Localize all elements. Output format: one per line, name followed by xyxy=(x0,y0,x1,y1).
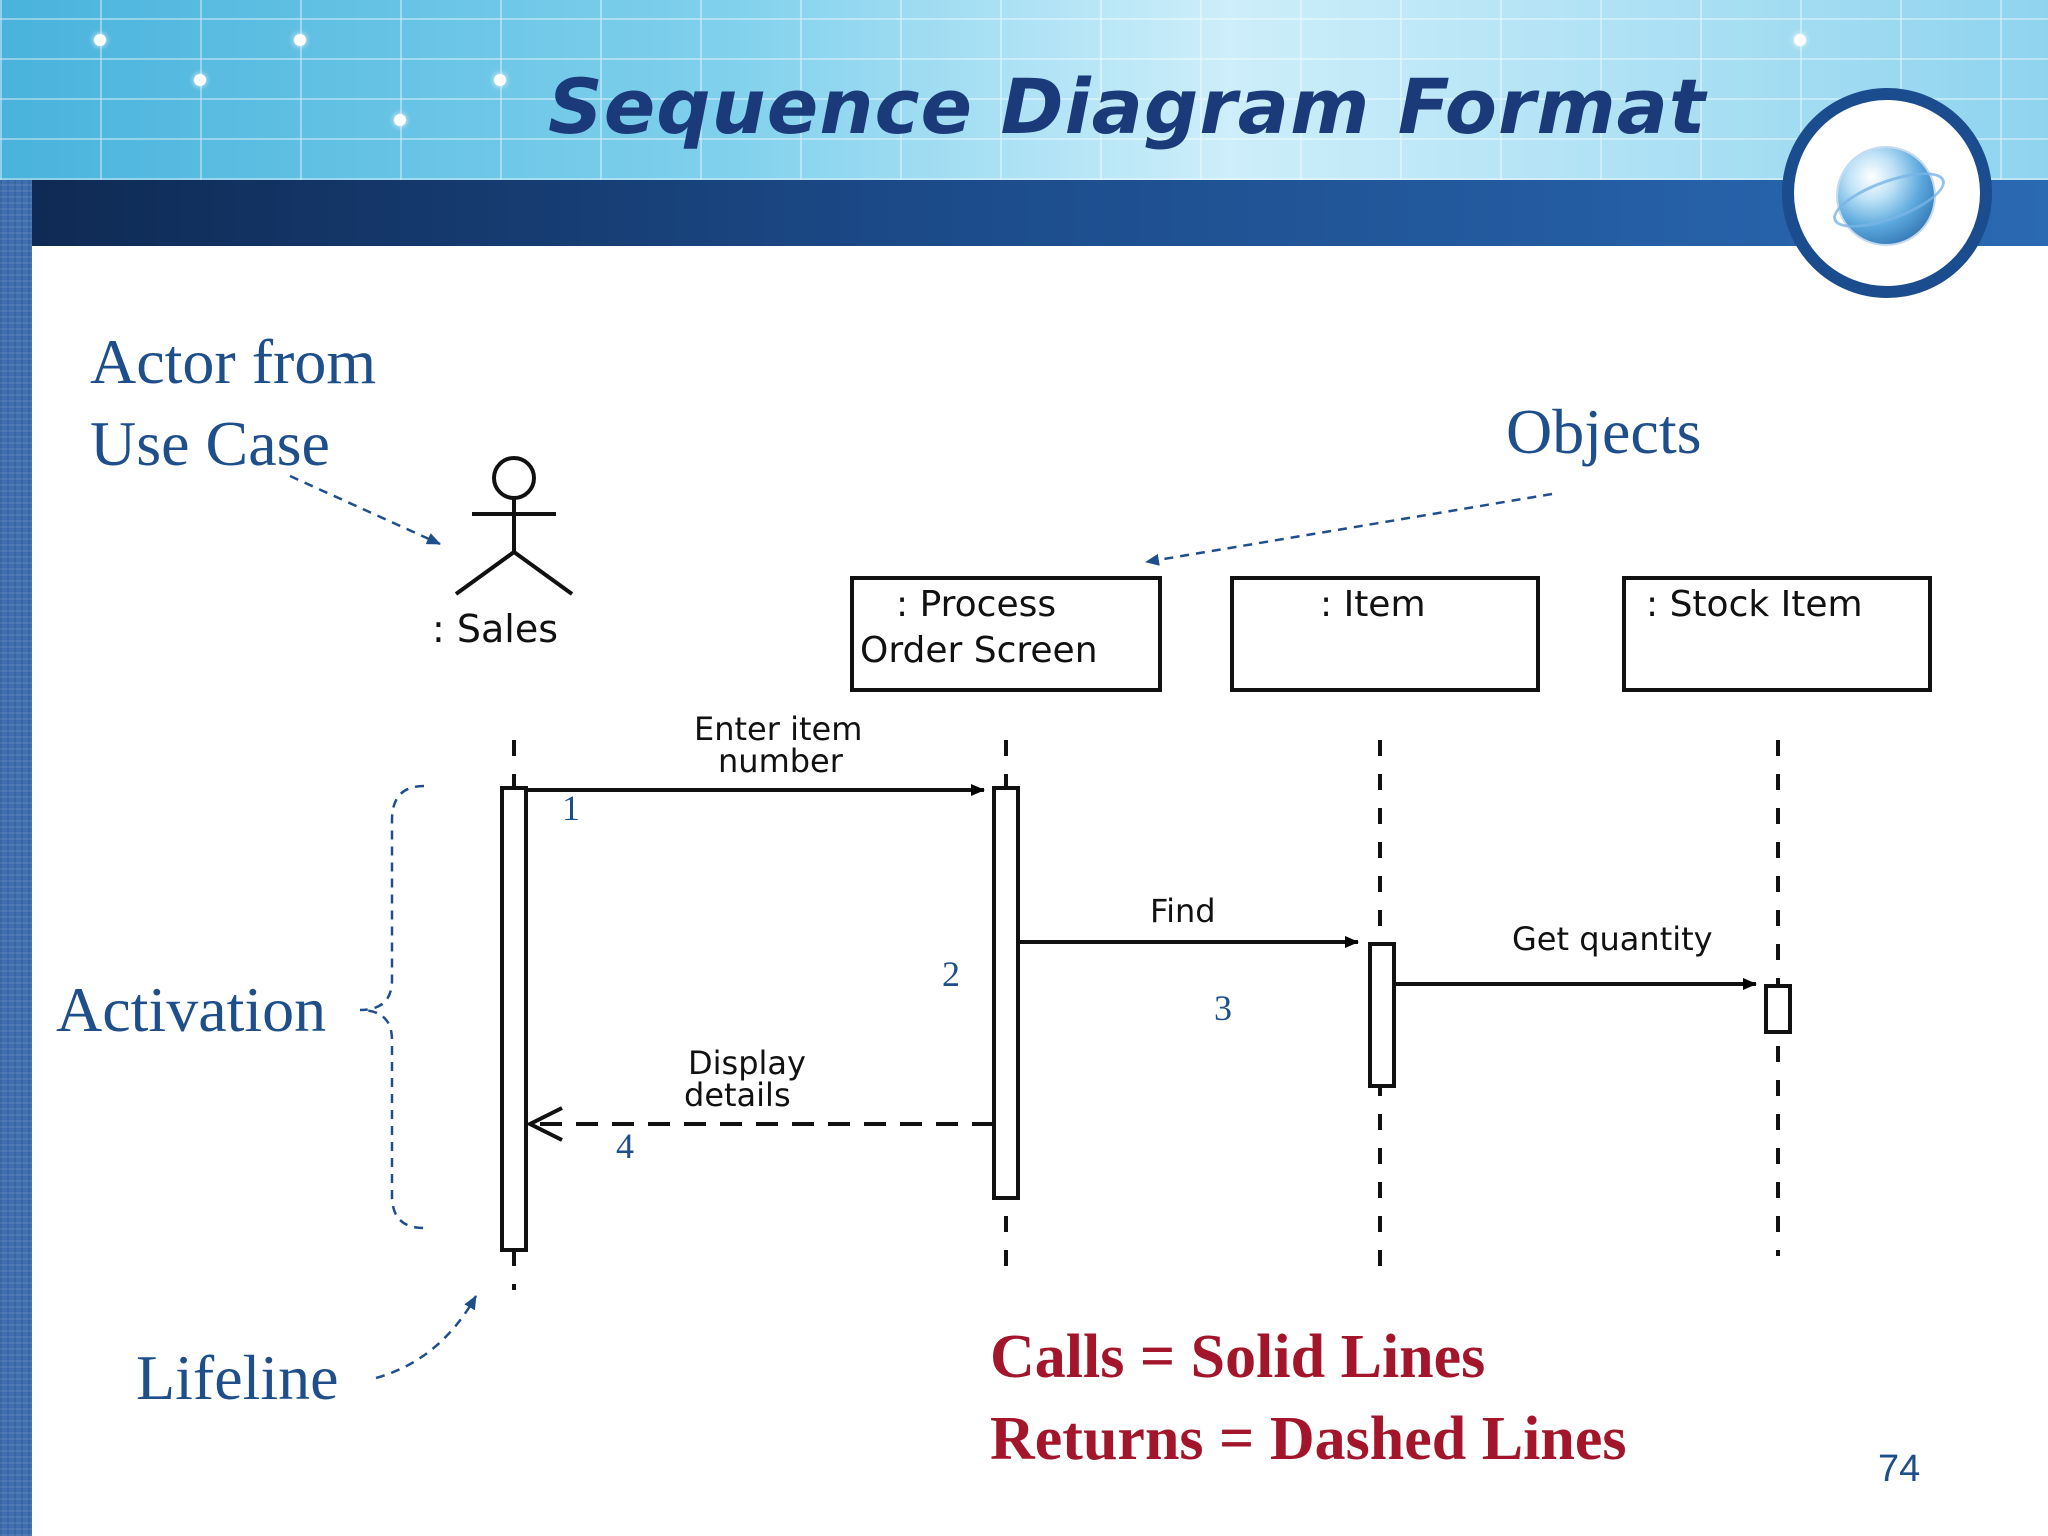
message-label-display-line2: details xyxy=(684,1076,791,1114)
lifeline-note-pointer-arrow xyxy=(375,1295,478,1380)
header-grid-dot xyxy=(1794,34,1806,46)
header-grid-dot xyxy=(194,74,206,86)
activation-bar-sales xyxy=(500,786,528,1252)
activation-note: Activation xyxy=(56,974,327,1045)
message-number-4: 4 xyxy=(616,1126,634,1166)
actor-stick-figure-icon xyxy=(454,456,574,596)
header-grid-dot xyxy=(94,34,106,46)
header-grid-dot xyxy=(494,74,506,86)
header-grid-dot xyxy=(294,34,306,46)
object-box-item xyxy=(1230,576,1540,692)
message-number-2: 2 xyxy=(942,954,960,994)
header-dark-bar xyxy=(32,180,2048,246)
message-label-enter-item-line1: Enter item xyxy=(694,710,862,748)
activation-bar-item xyxy=(1368,942,1396,1088)
activation-brace xyxy=(359,784,425,1230)
message-label-get-quantity: Get quantity xyxy=(1512,920,1713,958)
return-arrowhead-open xyxy=(525,1106,563,1142)
message-label-enter-item-line2: number xyxy=(718,742,844,780)
object-box-process-order-screen xyxy=(850,576,1162,692)
slide-content-area xyxy=(32,246,2048,1536)
objects-note: Objects xyxy=(1506,396,1702,467)
object-label-process-line2: Order Screen xyxy=(860,630,1098,671)
slide-title: Sequence Diagram Format xyxy=(548,62,1707,151)
object-label-stock-item: : Stock Item xyxy=(1646,584,1863,625)
page-number: 74 xyxy=(1878,1448,1921,1490)
lifeline-note: Lifeline xyxy=(136,1342,339,1413)
globe-icon xyxy=(1838,148,1934,244)
legend-calls: Calls = Solid Lines xyxy=(990,1323,1486,1391)
activation-bar-stock-item xyxy=(1764,984,1792,1034)
object-box-stock-item xyxy=(1622,576,1932,692)
header-band: Sequence Diagram Format xyxy=(0,0,2048,180)
object-label-item: : Item xyxy=(1320,584,1426,625)
actor-note-line2: Use Case xyxy=(90,408,330,479)
objects-note-pointer-arrow xyxy=(1145,492,1553,566)
actor-label: : Sales xyxy=(432,607,558,651)
message-number-1: 1 xyxy=(562,788,580,828)
header-grid-dot xyxy=(394,114,406,126)
actor-note-line1: Actor from xyxy=(90,326,377,397)
message-label-display-line1: Display xyxy=(688,1044,806,1082)
legend-returns: Returns = Dashed Lines xyxy=(990,1405,1627,1473)
actor-note-pointer-arrow xyxy=(289,474,441,546)
activation-bar-process-order-screen xyxy=(992,786,1020,1200)
object-label-process-line1: : Process xyxy=(896,584,1056,625)
message-number-3: 3 xyxy=(1214,988,1232,1028)
header-grid-pattern xyxy=(0,0,2048,180)
message-label-find: Find xyxy=(1150,892,1216,930)
